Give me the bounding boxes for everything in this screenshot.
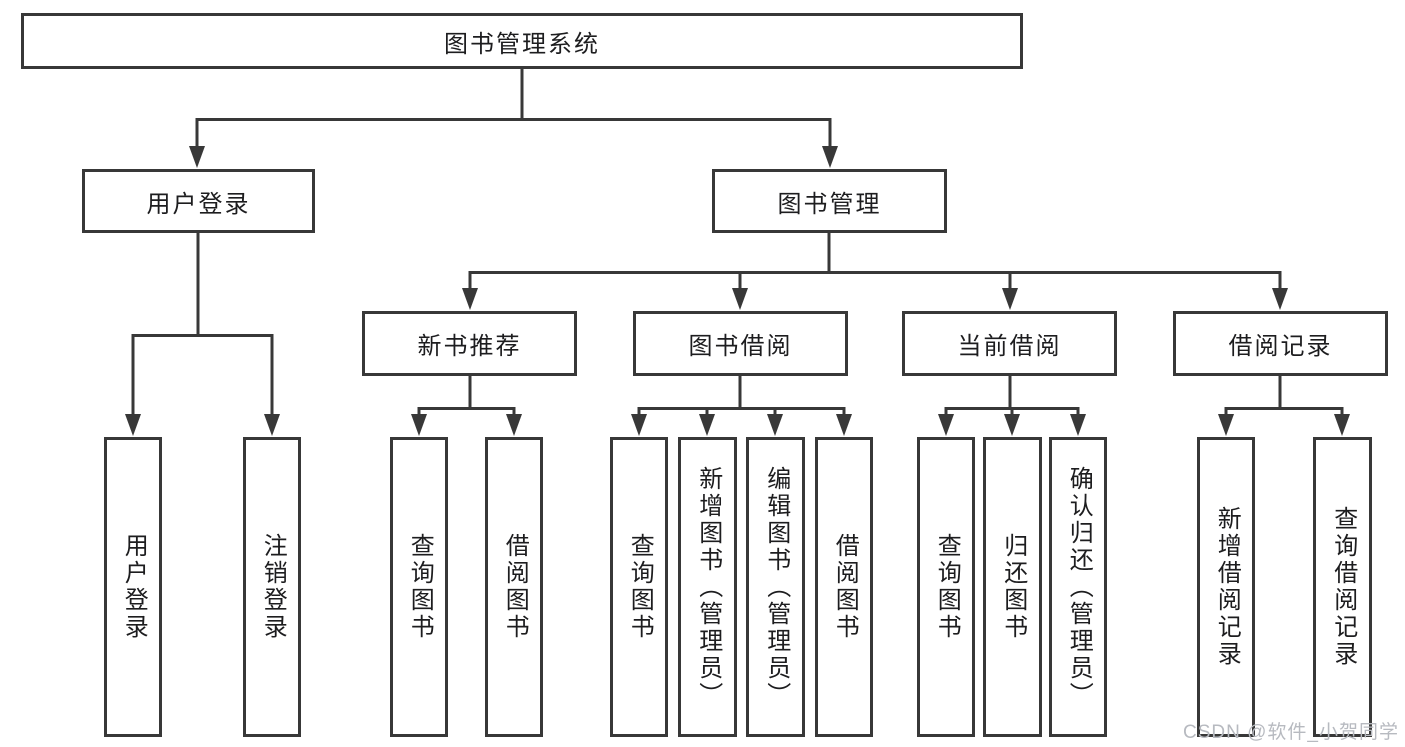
connector-user-login-to-children [131,233,274,418]
leaf-query-books-current: 查询图书 [917,437,975,737]
node-new-book-recommendation: 新书推荐 [362,311,577,376]
leaf-query-borrow-record: 查询借阅记录 [1313,437,1372,737]
leaf-query-books-borrow: 查询图书 [610,437,668,737]
leaf-borrow-books-borrow: 借阅图书 [815,437,873,737]
arrow-down-icon [822,146,838,168]
arrow-down-icon [264,414,280,436]
connector-borrowing-records-to-children [1224,376,1344,418]
arrow-down-icon [732,288,748,310]
node-current-borrowing: 当前借阅 [902,311,1117,376]
leaf-add-borrow-record: 新增借阅记录 [1197,437,1255,737]
arrow-down-icon [1334,414,1350,436]
connector-root-to-level2 [195,67,832,150]
arrow-down-icon [1004,414,1020,436]
leaf-return-book: 归还图书 [983,437,1042,737]
node-label: 借阅图书 [501,533,529,641]
arrow-down-icon [1272,288,1288,310]
node-label: 用户登录 [146,190,251,218]
node-label: 查询图书 [406,533,434,641]
node-label: 注销登录 [259,533,287,641]
connector-book-management-to-level3 [468,233,1282,292]
node-label: 新增借阅记录 [1213,506,1241,668]
arrow-down-icon [1218,414,1234,436]
connector-current-borrowing-to-children [944,376,1080,418]
node-label: 新书推荐 [417,333,522,360]
arrow-down-icon [462,288,478,310]
csdn-watermark: CSDN @软件_小贺同学 [1183,722,1399,743]
node-label: 新增图书（管理员） [694,465,722,709]
arrowheads [125,146,1350,436]
node-label: 查询图书 [933,533,961,641]
node-root: 图书管理系统 [21,13,1023,69]
arrow-down-icon [836,414,852,436]
arrow-down-icon [411,414,427,436]
leaf-edit-book-admin: 编辑图书（管理员） [746,437,805,737]
arrow-down-icon [506,414,522,436]
connector-book-borrowing-to-children [637,376,846,418]
leaf-logout: 注销登录 [243,437,301,737]
arrow-down-icon [189,146,205,168]
arrow-down-icon [767,414,783,436]
node-label: 图书借阅 [688,333,793,360]
arrow-down-icon [1002,288,1018,310]
node-label: 查询图书 [626,533,654,641]
arrow-down-icon [938,414,954,436]
node-label: 借阅图书 [831,533,859,641]
node-label: 用户登录 [120,533,148,641]
arrow-down-icon [631,414,647,436]
node-user-login: 用户登录 [82,169,315,233]
leaf-borrow-books-recommend: 借阅图书 [485,437,543,737]
leaf-confirm-return-admin: 确认归还（管理员） [1049,437,1107,737]
node-book-management: 图书管理 [712,169,947,233]
arrow-down-icon [1070,414,1086,436]
node-label: 借阅记录 [1228,333,1333,360]
node-book-borrowing: 图书借阅 [633,311,848,376]
node-label: 归还图书 [999,533,1027,641]
node-borrowing-records: 借阅记录 [1173,311,1388,376]
leaf-add-book-admin: 新增图书（管理员） [678,437,737,737]
arrow-down-icon [699,414,715,436]
node-label: 图书管理系统 [444,30,600,58]
leaf-query-books-recommend: 查询图书 [390,437,448,737]
arrow-down-icon [125,414,141,436]
node-label: 编辑图书（管理员） [762,465,790,709]
node-label: 图书管理 [777,190,882,218]
node-label: 确认归还（管理员） [1065,465,1093,709]
leaf-user-login: 用户登录 [104,437,162,737]
connector-new-book-recommendation-to-children [417,376,516,418]
node-label: 查询借阅记录 [1329,506,1357,668]
node-label: 当前借阅 [957,333,1062,360]
